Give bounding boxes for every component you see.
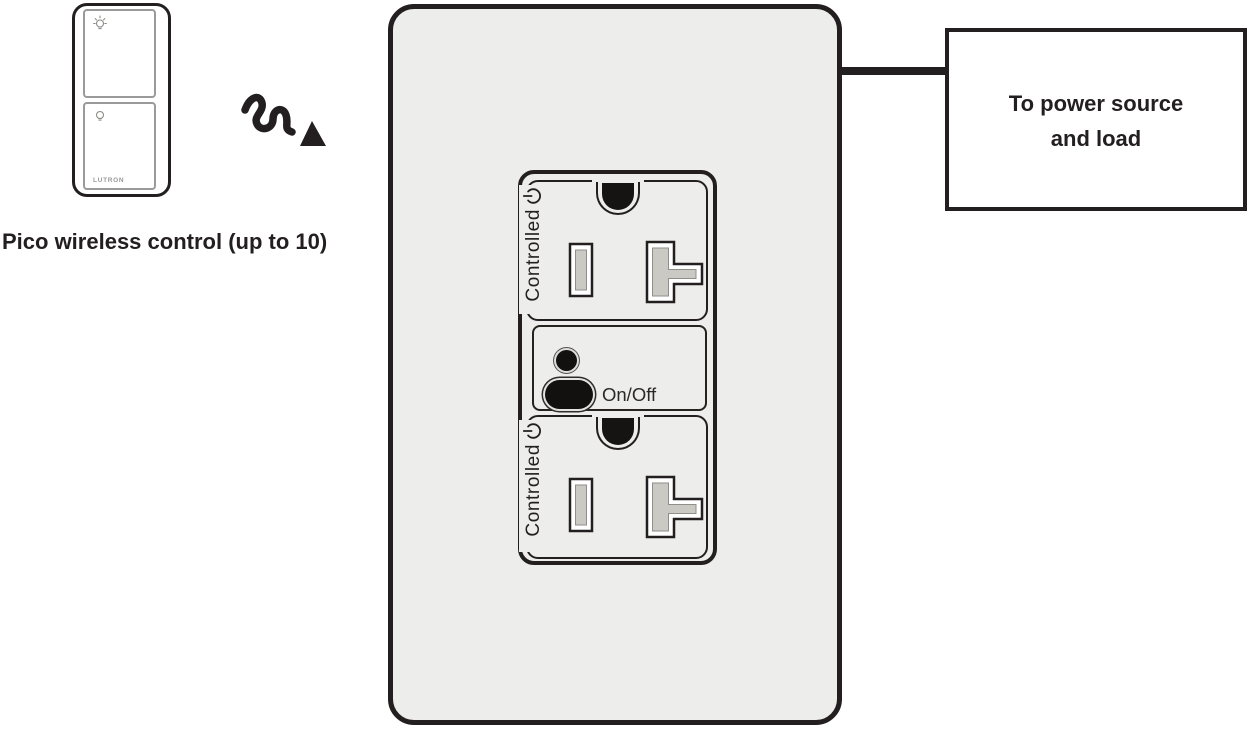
power-icon xyxy=(523,423,541,439)
ground-slot-outline xyxy=(596,182,640,215)
power-box-line2: and load xyxy=(1050,126,1142,151)
ground-slot-outline xyxy=(596,417,640,450)
lutron-logo: LUTRON xyxy=(93,177,125,184)
power-source-box: To power source and load xyxy=(945,28,1247,211)
controlled-receptacle-top: Controlled xyxy=(519,178,708,321)
ground-slot xyxy=(592,178,644,220)
wireless-signal-icon xyxy=(241,93,326,146)
receptacle-label: Controlled xyxy=(519,420,547,552)
ground-pin-hole xyxy=(602,418,634,445)
pico-off-button: LUTRON xyxy=(83,102,156,190)
status-led-icon xyxy=(556,350,577,371)
control-panel: On/Off xyxy=(532,325,707,411)
on-off-label: On/Off xyxy=(602,383,657,405)
ground-slot xyxy=(592,413,644,455)
pico-caption: Pico wireless control (up to 10) xyxy=(2,229,328,254)
power-icon xyxy=(523,188,541,204)
receptacle-label-text: Controlled xyxy=(522,209,544,302)
on-off-button xyxy=(545,380,593,409)
receptacle-label-text: Controlled xyxy=(522,444,544,537)
plug-slots xyxy=(568,475,704,539)
wall-plate: Controlled On/Off xyxy=(388,4,842,725)
on-off-row: On/Off xyxy=(545,380,656,409)
bulb-off-icon xyxy=(95,110,105,121)
pico-remote: LUTRON xyxy=(72,3,171,197)
bulb-on-icon xyxy=(93,15,107,30)
plug-slots xyxy=(568,240,704,304)
ground-pin-hole xyxy=(602,183,634,210)
receptacle-label: Controlled xyxy=(519,185,547,314)
pico-on-button xyxy=(83,9,156,98)
controlled-receptacle-bottom: Controlled xyxy=(519,413,708,559)
outlet-module: Controlled On/Off xyxy=(518,170,717,565)
power-wire xyxy=(838,67,948,75)
power-box-line1: To power source xyxy=(1008,91,1184,116)
